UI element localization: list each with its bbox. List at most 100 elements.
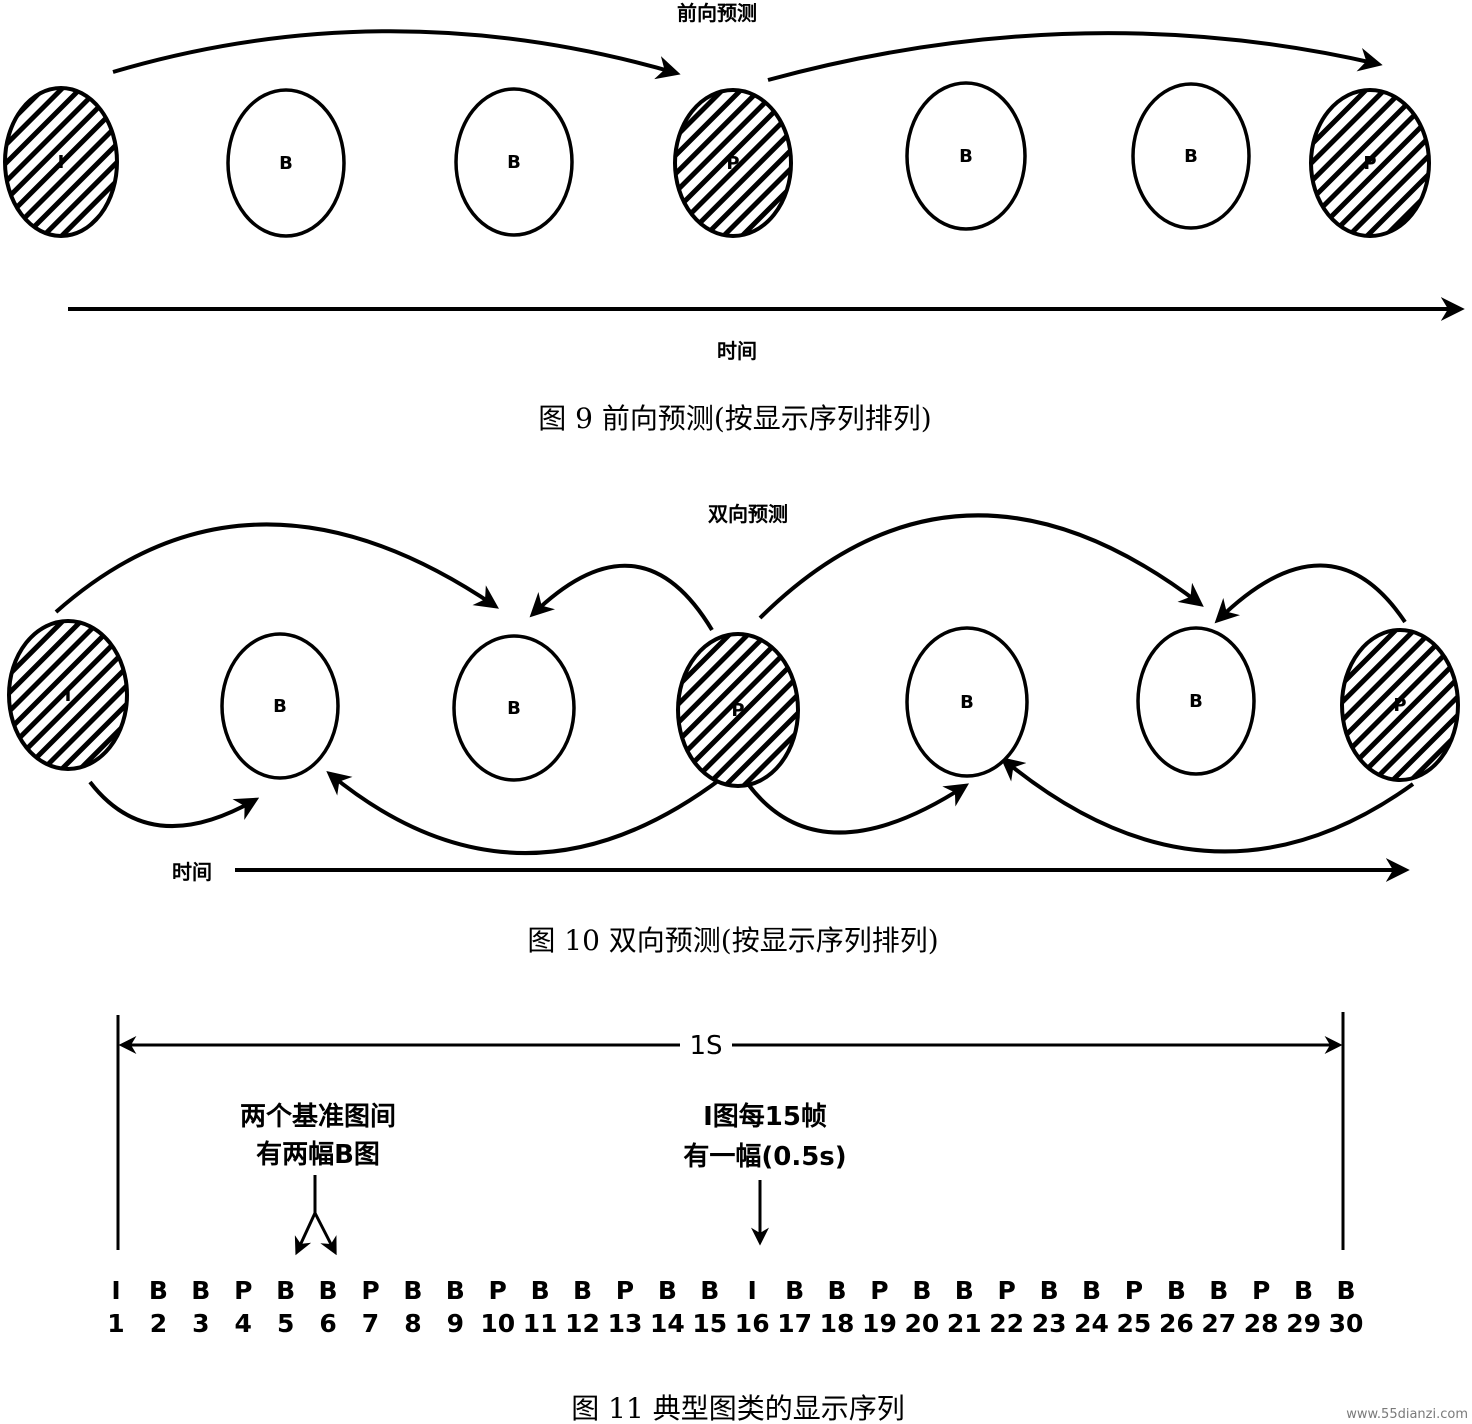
fig11-frame-9: B9 <box>446 1276 465 1338</box>
fig11-frame-20: B 20 <box>904 1276 939 1338</box>
fig11-frame-16: I16 <box>735 1276 770 1338</box>
fig11-frame-number: 8 <box>404 1309 421 1338</box>
fig10-arc-p2-to-b5 <box>1000 756 1415 854</box>
fig10-caption: 图 10 双向预测(按显示序列排列) <box>527 924 938 957</box>
fig11-frame-type: P <box>489 1276 507 1305</box>
fig11-frame-7: P7 <box>361 1276 379 1338</box>
fig9-frame-label: B <box>279 153 293 174</box>
fig11-frame-type: B <box>1209 1276 1228 1305</box>
fig11-frame-1: I1 <box>107 1276 124 1338</box>
fig9-time-label: 时间 <box>717 339 757 363</box>
fig11-frame-type: B <box>1167 1276 1186 1305</box>
fig9-frame-4: P <box>673 88 793 238</box>
fig11-frame-number: 24 <box>1074 1309 1109 1338</box>
fig10-arc-p-to-b3 <box>529 563 714 632</box>
fig11-frame-type: B <box>1336 1276 1355 1305</box>
fig11-note-mid-line1: I图每15帧 <box>703 1101 827 1132</box>
fig10-frame-7: P <box>1340 628 1460 782</box>
fig10-arc-p-to-b2 <box>326 770 724 855</box>
fig10-arc-p-to-b5 <box>746 782 970 835</box>
fig11-frame-4: P4 <box>234 1276 252 1338</box>
fig9-caption: 图 9 前向预测(按显示序列排列) <box>538 402 931 435</box>
fig11-frame-type: B <box>573 1276 592 1305</box>
fig10-top-label: 双向预测 <box>708 502 788 526</box>
fig11-frame-6: B6 <box>319 1276 338 1338</box>
fig11-frame-number: 11 <box>523 1309 558 1338</box>
fig11-frame-number: 17 <box>777 1309 812 1338</box>
fig9-frame-5: B <box>905 81 1027 231</box>
fig11-frame-23: B23 <box>1032 1276 1067 1338</box>
fig9-frame-label: P <box>1363 153 1376 174</box>
fig11-frame-number: 26 <box>1159 1309 1194 1338</box>
fig11-frame-10: P 10 <box>480 1276 515 1338</box>
fig11-frame-type: B <box>912 1276 931 1305</box>
fig11-frame-8: B8 <box>403 1276 422 1338</box>
fig11-note-left-line2: 有两幅B图 <box>256 1140 380 1170</box>
fig10-time-label: 时间 <box>172 860 212 884</box>
fig10-frame-label: B <box>960 692 974 713</box>
fig11-frame-number: 6 <box>319 1309 336 1338</box>
fig11-frame-type: P <box>998 1276 1016 1305</box>
fig11-frame-28: P28 <box>1244 1276 1279 1338</box>
fig11-frame-type: B <box>403 1276 422 1305</box>
fig9-frame-label: I <box>58 152 65 173</box>
fig11-frame-number: 29 <box>1286 1309 1321 1338</box>
fig11-frame-type: B <box>785 1276 804 1305</box>
fig11-frame-number: 1 <box>107 1309 124 1338</box>
fig11-frame-number: 9 <box>447 1309 464 1338</box>
fig11-frame-number: 21 <box>947 1309 982 1338</box>
fig10-frame-4: P <box>676 632 800 788</box>
fig11-frame-type: B <box>319 1276 338 1305</box>
fig11-frame-type: B <box>1294 1276 1313 1305</box>
fig11-sequence: I1B2B3P4B5B6P7B8B9P10B11B12P13B14B15I16B… <box>107 1276 1363 1338</box>
fig11-frame-26: B 26 <box>1159 1276 1194 1338</box>
fig10-frame-6: B <box>1136 626 1256 776</box>
fig11-frame-number: 13 <box>608 1309 643 1338</box>
fig11-frame-30: B 30 <box>1329 1276 1364 1338</box>
fig10-frame-label: I <box>65 685 72 706</box>
fig10-frame-3: B <box>452 634 576 782</box>
fig11-frame-number: 30 <box>1329 1309 1364 1338</box>
fig11-frame-2: B2 <box>149 1276 168 1338</box>
fig10-frame-label: B <box>273 696 287 717</box>
fig11-frame-type: P <box>361 1276 379 1305</box>
fig9-arc-p-to-p <box>767 31 1383 82</box>
fig11-frame-number: 25 <box>1117 1309 1152 1338</box>
fig11-frame-type: B <box>191 1276 210 1305</box>
fig11-frame-29: B 29 <box>1286 1276 1321 1338</box>
fig11-frame-14: B14 <box>650 1276 685 1338</box>
fig11-frame-27: B 27 <box>1201 1276 1236 1338</box>
fig10-frame-label: B <box>507 698 521 719</box>
fig11-frame-type: B <box>276 1276 295 1305</box>
fig11-frame-type: P <box>870 1276 888 1305</box>
fig11-frame-number: 27 <box>1201 1309 1236 1338</box>
fig9-forward-prediction: 前向预测 I B B P B B P <box>3 1 1465 435</box>
fig11-frame-12: B12 <box>565 1276 600 1338</box>
fig10-frame-2: B <box>220 632 340 780</box>
fig10-arc-i-to-b3 <box>54 522 499 614</box>
fig11-frame-number: 20 <box>904 1309 939 1338</box>
fig11-frame-24: B24 <box>1074 1276 1109 1338</box>
fig9-frame-3: B <box>454 87 574 237</box>
fig10-bidirectional-prediction: 双向预测 I B B P B <box>7 502 1460 957</box>
fig11-frame-19: P19 <box>862 1276 897 1338</box>
fig11-frame-type: P <box>234 1276 252 1305</box>
fig11-frame-type: B <box>149 1276 168 1305</box>
fig10-arc-p-to-b6 <box>758 513 1204 620</box>
fig11-frame-number: 22 <box>989 1309 1024 1338</box>
fig11-caption: 图 11 典型图类的显示序列 <box>571 1392 904 1424</box>
fig10-frame-1: I <box>7 619 129 771</box>
fig11-frame-type: B <box>700 1276 719 1305</box>
fig11-frame-number: 7 <box>362 1309 379 1338</box>
fig10-arc-i-to-b2 <box>88 780 260 828</box>
fig9-frame-label: P <box>726 153 739 174</box>
fig11-frame-18: B18 <box>820 1276 855 1338</box>
fig11-frame-number: 4 <box>235 1309 252 1338</box>
fig9-frame-label: B <box>959 146 973 167</box>
fig11-frame-type: I <box>748 1276 757 1305</box>
fig10-arc-p2-to-b6 <box>1214 563 1407 624</box>
watermark-text: www.55dianzi.com <box>1346 1407 1468 1422</box>
fig11-frame-number: 3 <box>192 1309 209 1338</box>
fig11-frame-22: P 22 <box>989 1276 1024 1338</box>
fig11-frame-number: 10 <box>480 1309 515 1338</box>
